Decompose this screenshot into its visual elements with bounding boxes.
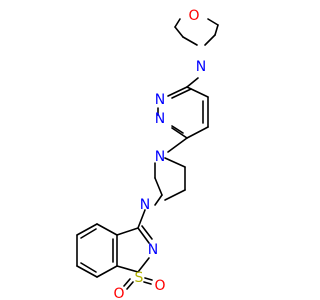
bond	[80, 262, 97, 273]
bond	[137, 257, 150, 273]
isothiazole-nitrogen: N	[148, 242, 158, 258]
bond	[144, 277, 153, 281]
bond	[141, 225, 153, 240]
structure-canvas: O N N N N N N S O O	[76, 8, 219, 300]
molecule-structure: O N N N N N N S O O	[76, 8, 219, 300]
bond	[174, 18, 181, 28]
bond	[182, 36, 198, 46]
piperazine-nitrogen-1: N	[155, 149, 165, 165]
bond	[116, 265, 139, 273]
bond	[80, 228, 97, 239]
morpholine-oxygen: O	[188, 8, 199, 24]
piperazine-nitrogen-2: N	[140, 197, 150, 213]
morpholine-nitrogen: N	[196, 59, 206, 75]
bond	[154, 194, 163, 206]
bond	[164, 189, 186, 201]
bond	[167, 137, 188, 153]
bond	[96, 265, 118, 278]
pyridazine-nitrogen-2: N	[155, 111, 165, 127]
bond	[76, 265, 98, 278]
bond	[154, 177, 163, 196]
bond	[171, 125, 184, 134]
bond	[186, 77, 199, 88]
bond	[186, 86, 209, 98]
sulfonyl-oxygen-1: O	[113, 286, 124, 300]
bond	[96, 223, 118, 236]
bond	[171, 88, 192, 99]
bonds	[76, 18, 219, 290]
bond	[204, 34, 216, 46]
bond	[186, 126, 209, 139]
bond	[207, 18, 219, 26]
bond	[137, 227, 150, 244]
sulfur-atom: S	[135, 270, 144, 286]
bond	[171, 127, 188, 139]
atom-labels: O N N N N N N S O O	[113, 8, 206, 300]
bond	[116, 227, 139, 236]
bond	[126, 281, 134, 290]
bond	[214, 24, 219, 36]
bond	[143, 281, 152, 285]
bond	[137, 209, 146, 229]
bond	[164, 157, 186, 168]
bond	[167, 86, 188, 97]
bond	[174, 26, 184, 38]
bond	[123, 278, 131, 287]
pyridazine-nitrogen-1: N	[155, 92, 165, 108]
sulfonyl-oxygen-2: O	[154, 278, 165, 294]
bond	[76, 223, 98, 236]
